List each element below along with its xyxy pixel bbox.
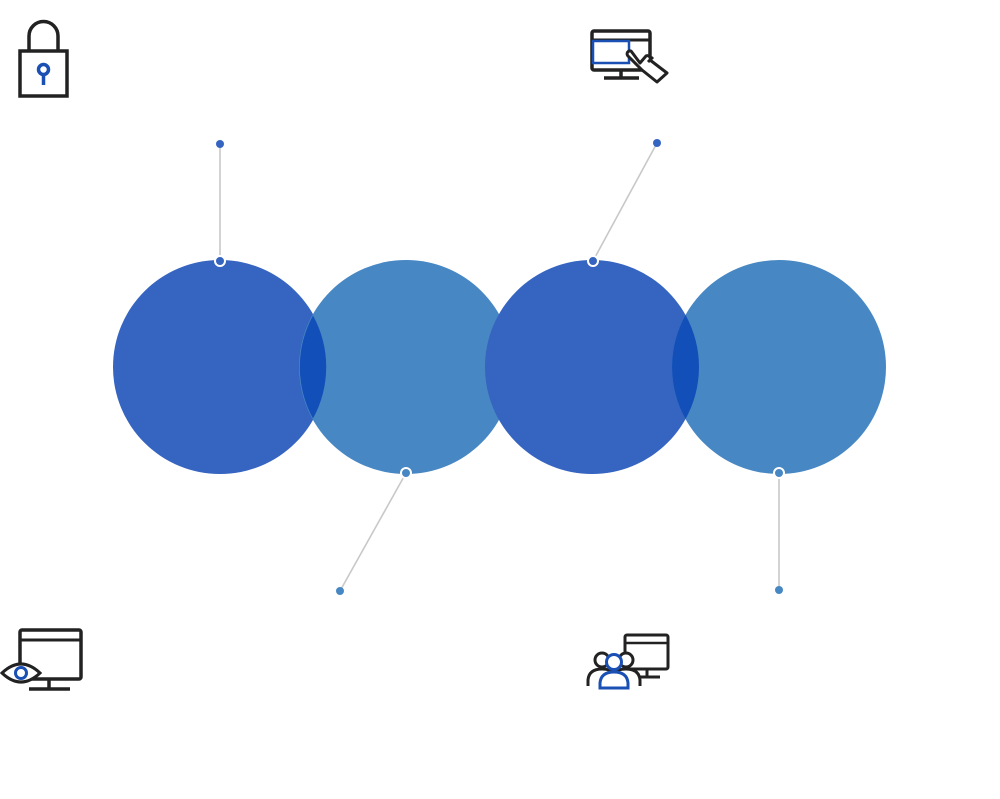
users-monitor-icon: [586, 633, 670, 690]
circle-4: [672, 260, 886, 474]
circle-2: [299, 260, 513, 474]
monitor-eye-icon: [0, 628, 83, 691]
connector-dot-outer-4: [775, 586, 783, 594]
circle-1: [113, 260, 327, 474]
circle-group: [113, 260, 886, 474]
connector-inner-dots: [214, 255, 785, 479]
overlap-lens-3-4: [672, 315, 699, 419]
connector-dot-outer-3: [653, 139, 661, 147]
connector-dot-outer-1: [216, 140, 224, 148]
connector-dot-inner-4: [773, 467, 785, 479]
connector-dot-outer-2: [336, 587, 344, 595]
connector-group: [219, 142, 780, 592]
connector-line-2: [339, 472, 407, 592]
connector-outer-dots: [216, 139, 783, 595]
circle-3: [485, 260, 699, 474]
connector-dot-inner-2: [400, 467, 412, 479]
monitor-touch-icon: [590, 29, 669, 84]
overlap-group: [299, 315, 699, 419]
padlock-icon: [18, 19, 69, 98]
connector-dot-inner-3: [587, 255, 599, 267]
connector-dot-inner-1: [214, 255, 226, 267]
connector-line-3: [592, 142, 658, 262]
overlap-lens-1-2: [299, 315, 327, 419]
